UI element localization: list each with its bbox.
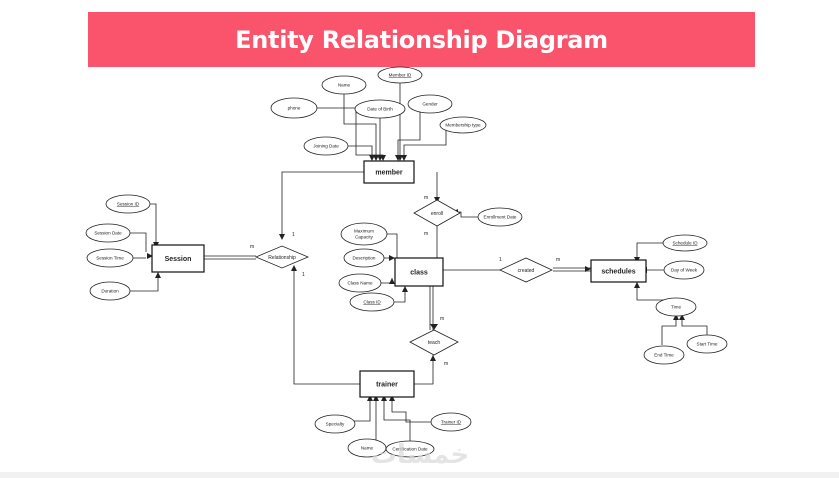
attr-member-phone-label: phone <box>288 106 301 111</box>
attr-class-id-label: Class ID <box>363 300 381 305</box>
attr-class-maximum-capacity-label-1: Maximum <box>354 229 374 234</box>
entity-class: class <box>394 257 444 287</box>
cardinality-rel-member: 1 <box>292 232 295 238</box>
attr-start-time: Start Time <box>686 334 728 354</box>
cardinality-labels: m 1 1 m m 1 m m m <box>250 195 560 367</box>
attr-session-time-label: Session Time <box>96 256 124 261</box>
attr-specialty: Specialty <box>314 414 356 434</box>
attr-member-id-label: Member ID <box>389 73 412 78</box>
attr-certification-date-label: Certification Date <box>392 447 428 452</box>
attr-trainer-id: Trainer ID <box>430 412 472 432</box>
entity-trainer: trainer <box>359 370 415 398</box>
relationship-created: created <box>499 257 553 283</box>
attr-member-membership-type: Membership type <box>439 116 487 134</box>
entity-schedules: schedules <box>590 259 647 283</box>
attr-session-date: Session Date <box>85 223 131 243</box>
cardinality-rel-trainer: 1 <box>302 272 305 278</box>
attr-trainer-id-label: Trainer ID <box>441 420 462 425</box>
attr-enrollment-date-label: Enrollment Date <box>484 215 517 220</box>
attr-specialty-label: Specialty <box>326 422 345 427</box>
footer-strip <box>0 472 839 478</box>
relationship-teach-label: teach <box>428 340 440 346</box>
relationship-enroll: enroll <box>413 199 461 227</box>
attr-class-description-label: Description <box>353 256 376 261</box>
attr-session-duration: Duration <box>89 281 131 301</box>
attr-class-id: Class ID <box>349 292 395 312</box>
cardinality-class-created: 1 <box>499 257 502 263</box>
attr-time: Time <box>655 297 697 317</box>
attr-member-joining-date: Joining Date <box>303 136 349 156</box>
attr-member-dob-label: Date of Birth <box>367 107 393 112</box>
relationship-enroll-label: enroll <box>431 211 443 217</box>
attr-day-of-week-label: Day of Week <box>671 268 698 273</box>
attr-day-of-week: Day of Week <box>663 260 705 280</box>
entity-session-label: Session <box>165 256 192 263</box>
entity-schedules-label: schedules <box>601 269 635 276</box>
attr-enrollment-date: Enrollment Date <box>477 207 523 227</box>
watermark-logo: خمسات <box>370 440 470 470</box>
attr-member-dob: Date of Birth <box>354 99 406 119</box>
relationship-teach: teach <box>409 329 459 356</box>
entity-member: member <box>363 160 415 184</box>
attr-session-id-label: Session ID <box>117 202 140 207</box>
attr-member-id: Member ID <box>377 66 423 84</box>
attr-trainer-name-label: Name <box>361 446 374 451</box>
attr-session-date-label: Session Date <box>94 231 122 236</box>
attr-session-time: Session Time <box>86 248 134 268</box>
attr-time-label: Time <box>671 305 681 310</box>
attr-start-time-label: Start Time <box>697 342 718 347</box>
attr-schedule-id-label: Schedule ID <box>672 241 698 246</box>
attr-class-description: Description <box>343 248 385 268</box>
attr-session-id: Session ID <box>105 194 151 214</box>
cardinality-class-teach: m <box>440 316 444 322</box>
attr-member-name-label: Name <box>338 83 351 88</box>
attr-member-phone: phone <box>270 97 318 119</box>
attr-class-maximum-capacity: Maximum Capacity <box>340 222 388 246</box>
entity-class-label: class <box>410 270 428 277</box>
cardinality-created-schedules: m <box>556 257 560 263</box>
attr-member-joining-date-label: Joining Date <box>313 144 339 149</box>
arrowheads <box>147 155 685 401</box>
relationship-relationship-label: Relationship <box>268 255 296 261</box>
entity-member-label: member <box>375 170 403 177</box>
page-title: Entity Relationship Diagram <box>235 25 608 54</box>
attr-class-name: Class Name <box>338 273 382 293</box>
entity-trainer-label: trainer <box>376 382 398 389</box>
relationship-created-label: created <box>518 268 535 274</box>
cardinality-session-rel: m <box>250 244 254 250</box>
cardinality-member-enroll: m <box>424 195 428 201</box>
attr-member-gender: Gender <box>407 94 453 114</box>
attr-schedule-id: Schedule ID <box>662 234 708 252</box>
title-banner: Entity Relationship Diagram <box>88 12 755 67</box>
attr-session-duration-label: Duration <box>101 289 119 294</box>
cardinality-enroll-class: m <box>424 231 428 237</box>
attr-end-time-label: End Time <box>654 353 674 358</box>
attr-end-time: End Time <box>643 345 685 365</box>
attr-class-name-label: Class Name <box>347 281 372 286</box>
cardinality-teach-trainer: m <box>444 361 448 367</box>
attr-member-name: Name <box>321 75 367 95</box>
attr-certification-date: Certification Date <box>385 440 435 458</box>
attr-class-maximum-capacity-label-2: Capacity <box>355 235 374 240</box>
relationship-relationship: Relationship <box>254 245 310 269</box>
attr-member-gender-label: Gender <box>422 102 438 107</box>
entity-session: Session <box>151 244 205 273</box>
attr-member-membership-type-label: Membership type <box>445 123 481 128</box>
